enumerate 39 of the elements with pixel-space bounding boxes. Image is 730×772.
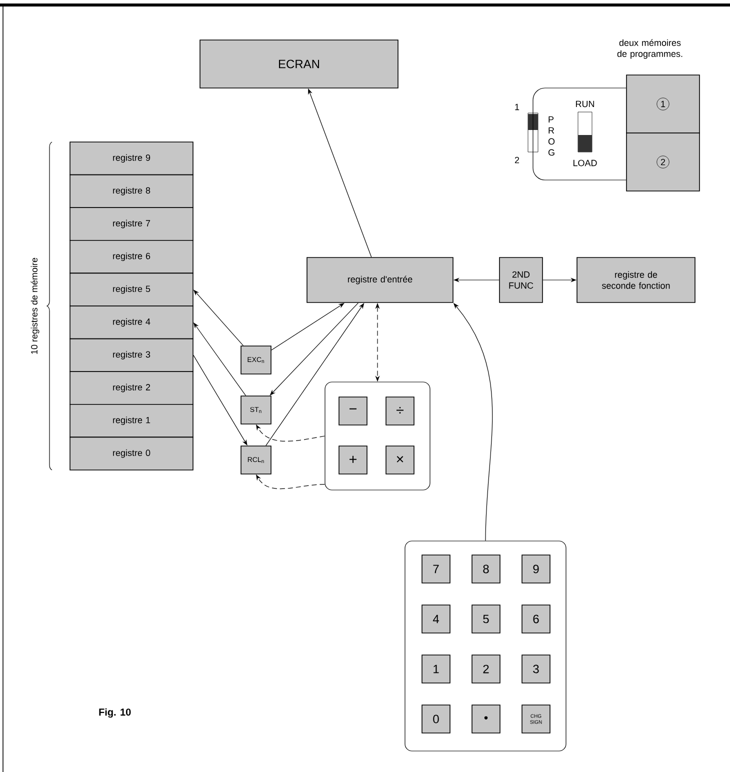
key: 7 (422, 554, 450, 584)
memory-box: 1 (626, 74, 700, 134)
label: RUN (576, 100, 594, 108)
register-box: registre 8 (70, 174, 194, 208)
key: • (472, 704, 500, 734)
register-box: registre de seconde fonction (576, 257, 696, 303)
key: 6 (522, 604, 550, 634)
caption: Fig. 10 (99, 708, 131, 718)
key: 0 (422, 704, 450, 734)
label: P R O G (548, 116, 555, 156)
register-box: registre 7 (70, 207, 194, 241)
label: deux mémoires de programmes. (617, 39, 682, 59)
key: 8 (472, 554, 500, 584)
register-box: registre 9 (70, 142, 194, 176)
label: 1 (515, 104, 520, 110)
memory-box: 2 (626, 132, 700, 192)
key: 2ND FUNC (499, 257, 543, 303)
key: 2 (472, 654, 500, 684)
register-box: registre 2 (70, 371, 194, 405)
register-box: registre 3 (70, 338, 194, 372)
key: 1 (422, 654, 450, 684)
label: 2 (514, 156, 520, 164)
key: 5 (472, 604, 500, 634)
key: + (338, 446, 368, 474)
label: LOAD (573, 160, 597, 166)
key: 9 (522, 554, 550, 584)
register-box: ECRAN (200, 40, 398, 88)
register-box: registre d'entrée (306, 257, 454, 303)
key: × (386, 446, 414, 474)
key: 3 (522, 654, 550, 684)
register-box: registre 4 (70, 306, 194, 340)
label: 10 registres de mémoire (30, 258, 40, 354)
key: ÷ (386, 396, 414, 426)
register-box: registre 6 (70, 240, 194, 274)
register-box: registre 5 (70, 272, 194, 306)
register-box: registre 0 (70, 436, 194, 470)
register-box: registre 1 (70, 404, 194, 438)
key: 4 (422, 604, 450, 634)
key: − (338, 396, 368, 426)
